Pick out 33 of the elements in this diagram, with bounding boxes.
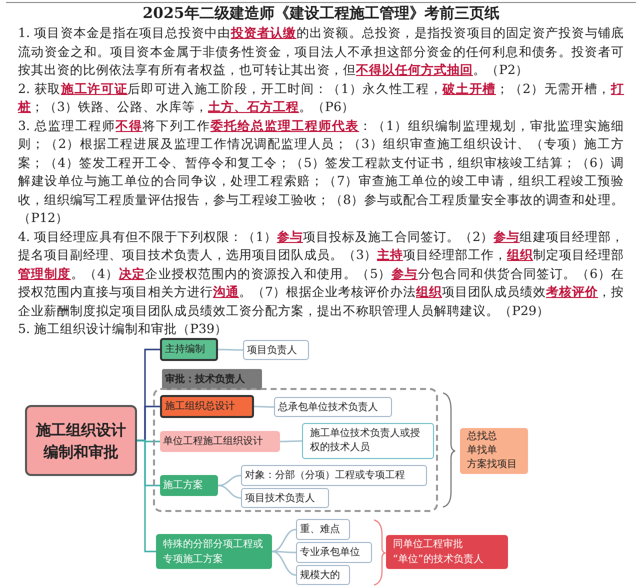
note-box: 总找总 单找单 方案找项目: [460, 428, 528, 474]
topic-box: 单位工程施工组织设计: [160, 431, 280, 452]
paragraph: 5. 施工组织设计编制和审批（P39）: [18, 320, 229, 338]
connector-line: [280, 440, 302, 442]
connector-line: [272, 550, 296, 554]
topic-box: 项目负责人: [243, 340, 309, 360]
dashed-group-box: [153, 388, 438, 512]
topic-box: 重、难点: [296, 519, 350, 540]
connector-line: [137, 440, 156, 552]
paragraph: 4. 项目经理应具有但不限于下列权限：（1）参与项目投标及施工合同签订。（2）参与组建项目经理部，提名项目副经理、项目技术负责人，选用项目团队成员。（3）主持项目经理部工作，组织制定项目经理部管理制度。（4）决定企业授权范围内的资源投入和使用。（5）参与分包合同和供货合同签订。（6）在授权范围内直接与项目相关方进行沟通。（7）根据企业考核评价办法组织项目团队成员绩效考核评价，按企业薪酬制度拟定项目团队成员绩效工资分配方案，提出不称职管理人员解聘建议。（P29）: [18, 228, 624, 320]
connector-line: [272, 550, 296, 576]
root-topic-box: 施工组织设计编制和审批: [25, 405, 137, 476]
topic-box: 项目技术负责人: [241, 488, 329, 508]
topic-box: 施工单位技术负责人或授权的技术人员: [302, 423, 434, 459]
topic-box: 施工组织总设计: [160, 395, 254, 418]
topic-box: 主持编制: [160, 338, 218, 361]
connector-line: [272, 528, 296, 552]
connector-line: [254, 406, 274, 408]
topic-box: 施工方案: [160, 475, 218, 496]
topic-box: 特殊的分部分项工程或专项施工方案: [156, 534, 272, 569]
paragraph: 2. 获取施工许可证后即可进入施工阶段，开工时间：（1）永久性工程，破土开槽；（2）无需开槽，打桩；（3）铁路、公路、水库等，土方、石方工程。（P6）: [18, 80, 624, 116]
page-title: 2025年二级建造师《建设工程施工管理》考前三页纸: [142, 3, 500, 24]
topic-box: 对象：分部（分项）工程或专项工程: [241, 465, 427, 486]
note-box: 同单位工程审批 “单位”的技术负责人: [386, 535, 508, 569]
topic-box: 规模大的: [296, 565, 350, 585]
topic-box: 总承包单位技术负责人: [274, 397, 392, 417]
paragraph: 1. 项目资本金是指在项目总投资中由投资者认缴的出资额。总投资，是指投资项目的固定资产投资与铺底流动资金之和。项目资本金属于非债务性资金，项目法人不承担这部分资金的任何利息和债务。投资者可按其出资的比例依法享有所有者权益，也可转让其出资，但不得以任何方式抽回。（P2）: [18, 24, 624, 79]
connector-line: [218, 484, 242, 499]
connector-line: [218, 348, 243, 351]
section-header: 审批：技术负责人: [162, 369, 262, 390]
topic-box: 专业承包单位: [296, 542, 372, 563]
paragraph: 3. 总监理工程师不得将下列工作委托给总监理工程师代表：（1）组织编制监理规划，审批监理实施细则；（2）根据工程进展及监理工作情况调配监理人员；（3）组织审查施工组织设计、（专项）施工方案；（4）签发工程开工令、暂停令和复工令；（5）签发工程款支付证书，组织审核竣工结算；（6）调解建设单位与施工单位的合同争议，处理工程索赔；（7）审查施工单位的竣工申请，组织工程竣工预验收，组织编写工程质量评估报告，参与工程竣工验收；（8）参与或配合工程质量安全事故的调查和处理。（P12）: [18, 116, 624, 227]
connector-line: [218, 474, 242, 486]
